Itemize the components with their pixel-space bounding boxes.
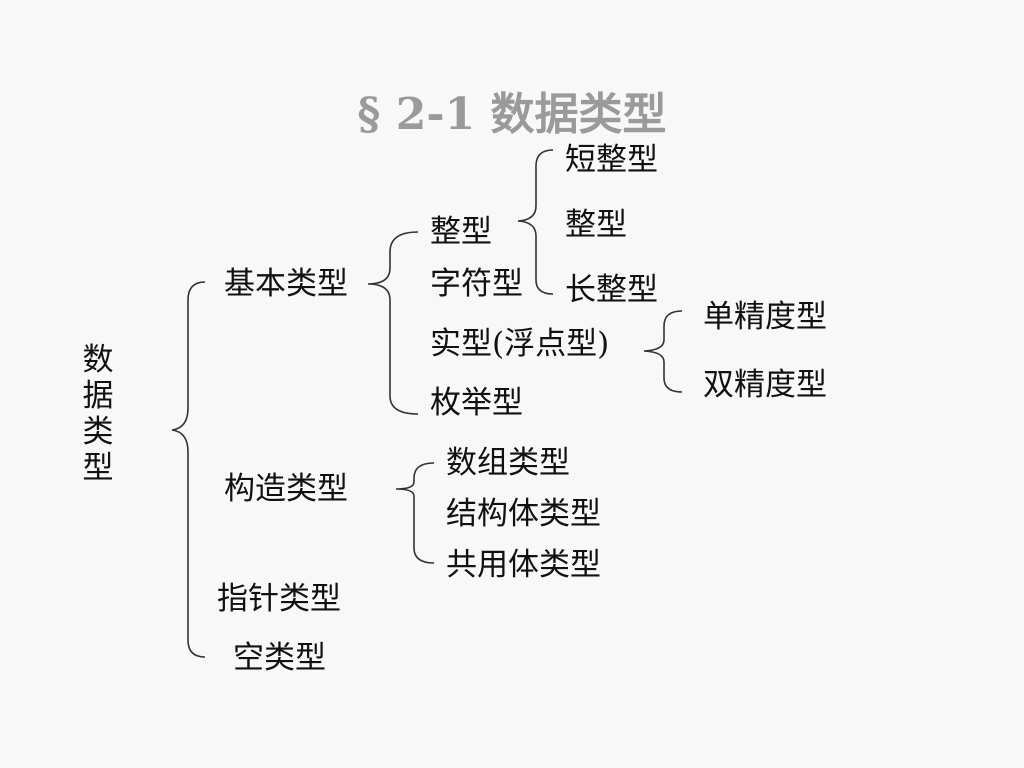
int-sub-label: 整型 <box>565 207 627 243</box>
real-label: 实型(浮点型) <box>430 326 610 362</box>
basic-types-label: 基本类型 <box>224 266 348 302</box>
basic-brace <box>367 231 419 415</box>
root-label: 数据类型 <box>82 342 114 486</box>
int-brace <box>517 149 554 295</box>
real-brace <box>643 310 683 393</box>
union-type-label: 共用体类型 <box>446 547 601 583</box>
page-title: § 2-1 数据类型 <box>357 89 667 140</box>
struct-type-label: 结构体类型 <box>446 496 601 532</box>
integer-label: 整型 <box>430 214 492 250</box>
long-int-label: 长整型 <box>565 272 658 308</box>
construct-types-label: 构造类型 <box>224 471 348 507</box>
root-brace <box>171 281 206 658</box>
single-precision-label: 单精度型 <box>703 299 827 335</box>
short-int-label: 短整型 <box>565 142 658 178</box>
double-precision-label: 双精度型 <box>703 367 827 403</box>
void-type-label: 空类型 <box>233 640 326 676</box>
array-type-label: 数组类型 <box>446 445 570 481</box>
construct-brace <box>395 462 435 564</box>
pointer-types-label: 指针类型 <box>217 581 341 617</box>
enum-label: 枚举型 <box>430 385 523 421</box>
char-label: 字符型 <box>430 266 523 302</box>
